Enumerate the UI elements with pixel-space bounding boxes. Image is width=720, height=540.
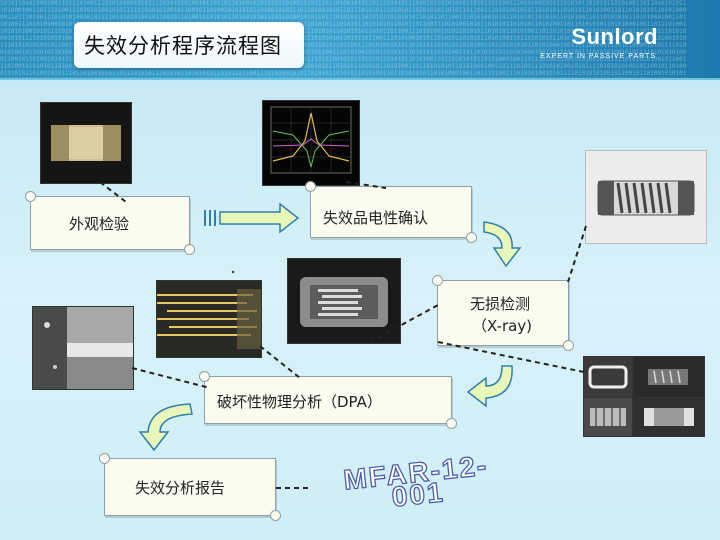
xray-detail-image-3 [584,398,632,436]
flow-arrow-curve-left-2 [466,365,513,408]
step-dpa-label: 破坏性物理分析（DPA） [217,393,382,411]
coil-image [586,151,706,243]
connector-xray-photo-to-xray [369,303,441,343]
flow-arrow-curve-down-3 [138,403,193,452]
xray-detail-image-1 [584,357,632,397]
cross-section-photo [156,280,262,358]
connector-section-to-dpa [259,345,301,379]
connector-sem-to-dpa [131,367,211,389]
xray-photo [287,258,401,344]
stray-dot [231,270,235,274]
connector-scope-to-electrical [345,181,387,189]
page-title: 失效分析程序流程图 [84,34,282,58]
sem-photo [32,306,134,390]
electrical-test-screen-photo [262,100,360,186]
cross-section-image [157,281,261,357]
xray-detail-photo-4 [633,397,705,437]
connector-xray-to-details [437,341,585,373]
header-band: 1010110101000100110111010011101010100101… [0,0,720,78]
xray-detail-photo-2 [633,356,705,398]
step-failure-report: 失效分析报告 [99,453,281,521]
title-box: 失效分析程序流程图 [74,22,304,68]
binary-pattern-background: 1010110101000100110111010011101010100101… [0,0,687,78]
waveform-image [263,101,359,185]
step-electrical-label: 失效品电性确认 [323,209,429,227]
chip-image [41,103,131,183]
brand-logo: Sunlord [571,24,658,49]
xray-image [288,259,400,343]
step-report-label: 失效分析报告 [135,479,226,497]
step-nondestructive-xray: 无损检测 （X-ray) [432,275,574,351]
header-rule [0,78,720,80]
brand-tagline: EXPERT IN PASSIVE PARTS [540,53,656,60]
sem-image [33,307,133,389]
flow-arrow-right [204,202,300,234]
xray-detail-image-2 [634,357,704,397]
step-electrical-confirmation: 失效品电性确认 [305,181,477,243]
connector-chip-to-appearance [99,181,127,203]
connector-inductor-to-xray [567,225,587,283]
xray-detail-photo-3 [583,397,633,437]
flow-arrow-curve-down-1 [483,221,522,268]
step-destructive-dpa: 破坏性物理分析（DPA） [199,371,457,429]
step-appearance-inspection: 外观检验 [25,191,195,255]
step-appearance-label: 外观检验 [69,215,130,233]
inductor-photo [585,150,707,244]
chip-photo [40,102,132,184]
xray-detail-image-4 [634,398,704,436]
step-xray-label-line1: 无损检测 [470,295,531,313]
step-xray-label-line2: （X-ray) [472,317,533,335]
